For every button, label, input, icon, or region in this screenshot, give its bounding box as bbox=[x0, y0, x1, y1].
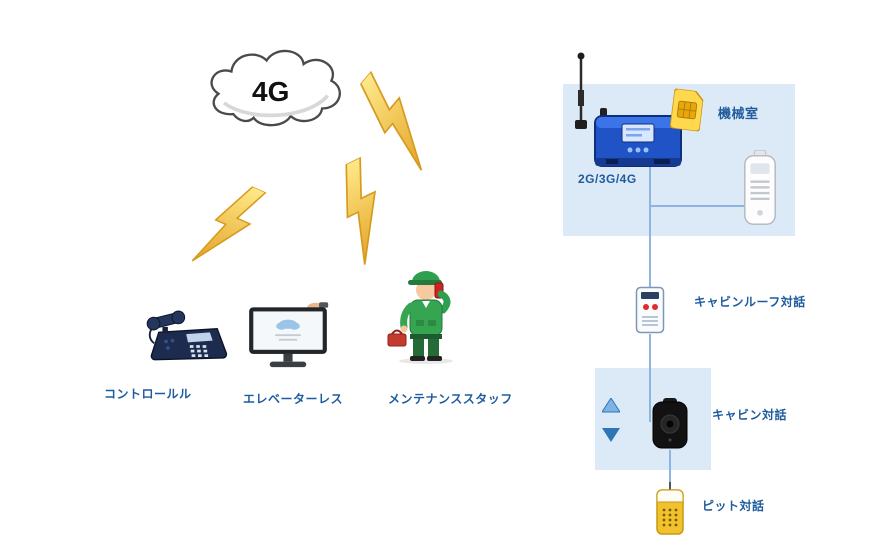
intercom-handset-icon bbox=[741, 150, 779, 230]
roof-intercom-icon bbox=[635, 286, 665, 334]
cabin-label: キャビン対話 bbox=[712, 408, 788, 422]
gsm-gateway-icon bbox=[592, 106, 684, 170]
network-label: 2G/3G/4G bbox=[578, 172, 637, 186]
cabin-roof-label: キャビンルーフ対話 bbox=[694, 295, 806, 309]
telephone-icon bbox=[146, 308, 230, 364]
monitor-icon bbox=[246, 302, 330, 372]
maintenance-person-icon bbox=[386, 264, 466, 364]
monitor-label: エレベーターレス bbox=[243, 392, 344, 406]
lightning-bolt-icon bbox=[319, 156, 406, 268]
pit-intercom-icon bbox=[653, 482, 687, 536]
cloud-label: 4G bbox=[252, 76, 290, 107]
up-down-arrows-icon bbox=[602, 398, 620, 444]
lightning-bolt-icon bbox=[341, 70, 452, 174]
pit-label: ピット対話 bbox=[702, 499, 765, 513]
control-room-label: コントロールル bbox=[104, 387, 192, 401]
maintenance-staff-label: メンテナンススタッフ bbox=[388, 392, 513, 406]
machine-room-label: 機械室 bbox=[718, 106, 759, 121]
cabin-intercom-icon bbox=[648, 396, 692, 452]
lightning-bolt-icon bbox=[189, 175, 268, 279]
antenna-icon bbox=[568, 50, 594, 134]
cloud-icon bbox=[200, 42, 348, 138]
sim-card-icon bbox=[669, 88, 705, 132]
